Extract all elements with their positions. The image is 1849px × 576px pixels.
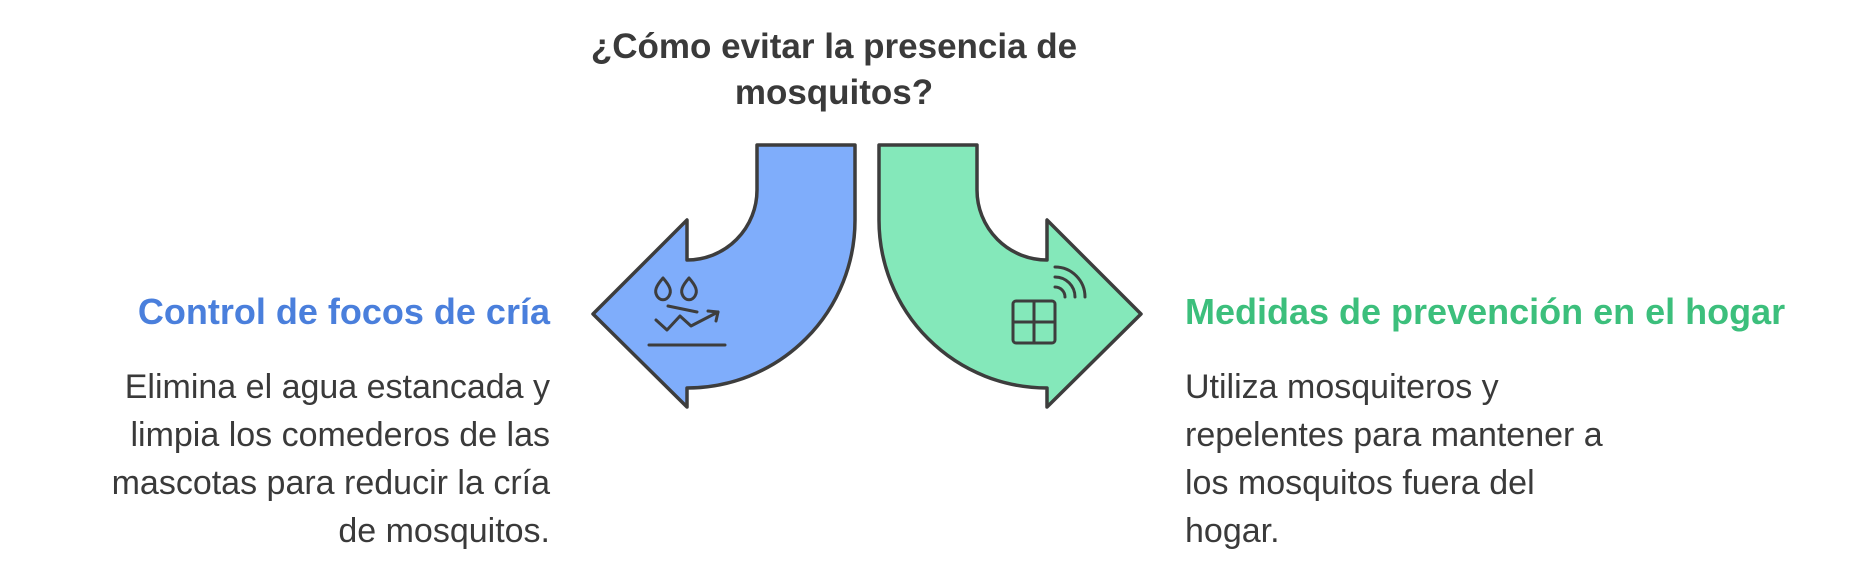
diagram-title: ¿Cómo evitar la presencia de mosquitos? [590,27,1078,112]
water-drop-icon [680,276,698,302]
signal-wave [1053,285,1067,299]
signal-wave [1053,275,1077,299]
right-description: Utiliza mosquiteros y repelentes para ma… [1185,368,1603,550]
window-signal-icon [1011,265,1087,345]
right-curved-arrow [877,143,1143,409]
left-curved-arrow [591,143,857,409]
right-heading: Medidas de prevención en el hogar [1185,291,1786,332]
water-drop-icon [654,276,672,302]
left-description: Elimina el agua estancada y limpia los c… [111,368,550,550]
water-drops-trend-icon [647,276,727,347]
signal-wave [1053,265,1087,299]
left-heading: Control de focos de cría [137,291,550,332]
